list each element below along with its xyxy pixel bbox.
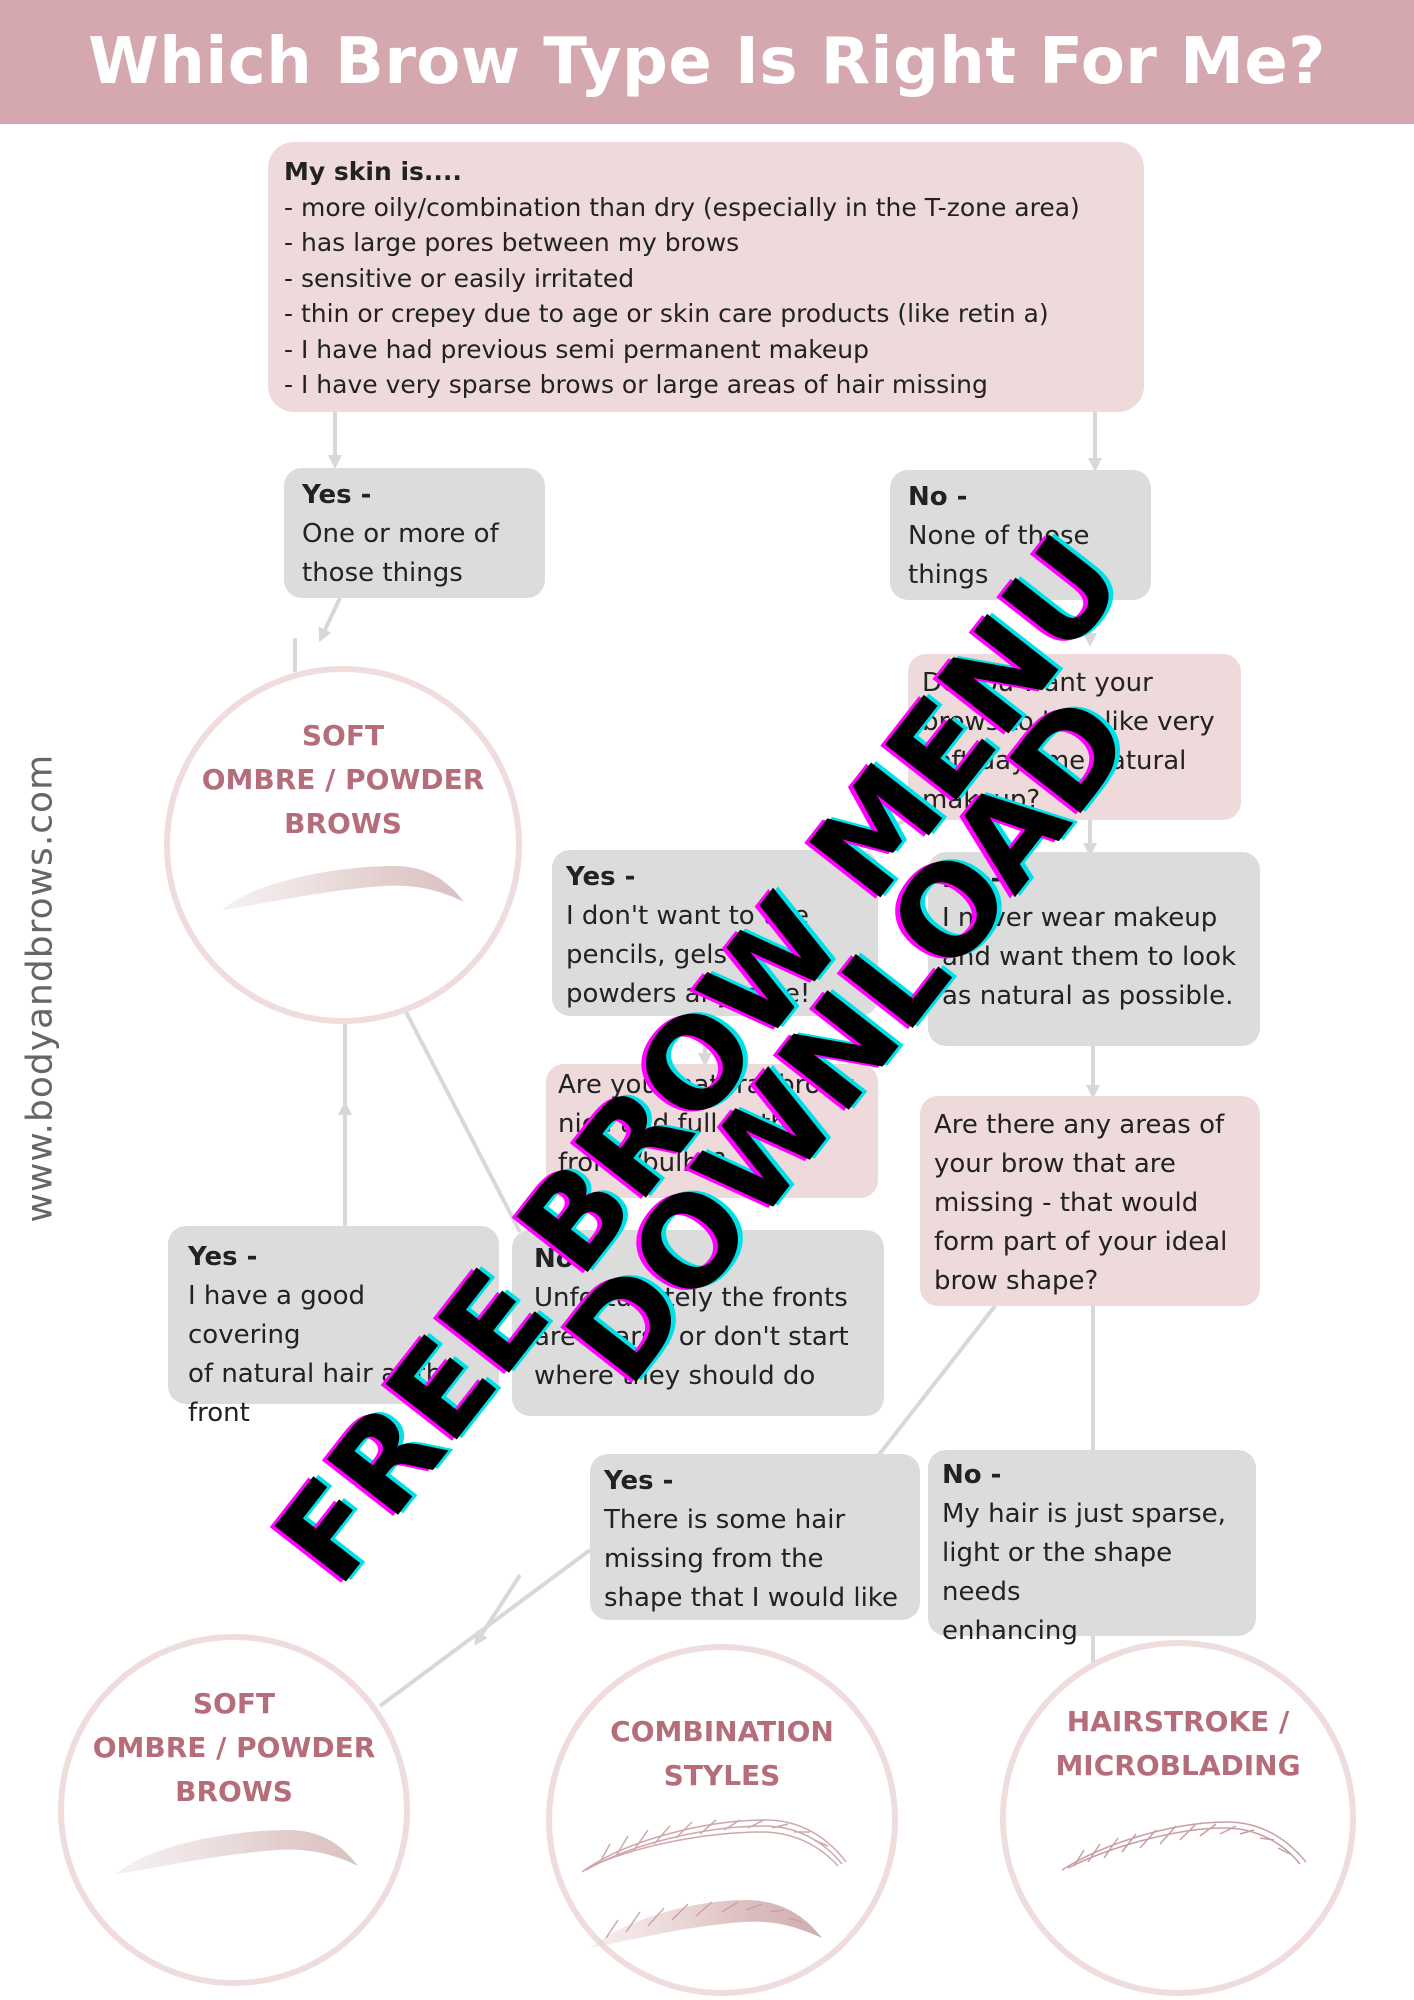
result-title-line: SOFT	[301, 719, 385, 752]
question-skin-line: - sensitive or easily irritated	[284, 263, 635, 293]
result-title-line: MICROBLADING	[1055, 1749, 1301, 1782]
result-title: SOFT OMBRE / POWDER BROWS	[64, 1682, 404, 1814]
question-line: makeup?	[922, 785, 1041, 815]
question-skin-line: - has large pores between my brows	[284, 228, 740, 257]
answer-yes-soft: Yes - I don't want to use pencils, gels …	[552, 850, 878, 1016]
powder-brow-icon	[222, 866, 464, 910]
answer-line: front	[188, 1398, 250, 1428]
answer-line: missing from the	[604, 1544, 824, 1574]
question-skin-line: - more oily/combination than dry (especi…	[284, 192, 1080, 222]
result-title-line: COMBINATION	[610, 1715, 834, 1748]
question-soft-makeup: Do you want your brows to look like very…	[908, 654, 1241, 820]
question-skin-line: - I have very sparse brows or large area…	[284, 370, 988, 399]
answer-line: Unfortunately the fronts	[534, 1283, 848, 1313]
answer-line: I don't want to use	[566, 901, 809, 931]
arrow-yes1-ombre	[318, 597, 342, 643]
question-skin-line: - thin or crepey due to age or skin care…	[284, 299, 1049, 328]
answer-line: and want them to look	[942, 942, 1237, 972]
answer-line: pencils, gels or	[566, 940, 762, 970]
page-title: Which Brow Type Is Right For Me?	[88, 25, 1326, 99]
answer-line: are sparse or don't start	[534, 1322, 849, 1352]
question-line: Do you want your	[922, 668, 1153, 698]
answer-line: enhancing	[942, 1616, 1078, 1646]
answer-line: things	[908, 560, 989, 590]
result-title-line: BROWS	[175, 1775, 293, 1808]
answer-line: of natural hair at the	[188, 1359, 459, 1389]
answer-yes-skin: Yes - One or more of those things	[284, 468, 545, 598]
result-title-line: SOFT	[192, 1687, 276, 1720]
answer-heading: Yes -	[566, 862, 636, 892]
question-missing-areas: Are there any areas of your brow that ar…	[920, 1096, 1260, 1306]
question-line: brow shape?	[934, 1266, 1099, 1296]
answer-heading: No -	[908, 482, 968, 512]
result-combination-styles: COMBINATION STYLES	[546, 1644, 898, 1996]
answer-no-fronts: No - Unfortunately the fronts are sparse…	[512, 1230, 884, 1416]
result-ombre-powder-top: SOFT OMBRE / POWDER BROWS	[164, 666, 522, 1024]
answer-yes-missing: Yes - There is some hair missing from th…	[590, 1454, 920, 1620]
result-title-line: OMBRE / POWDER	[201, 763, 485, 796]
answer-line: I never wear makeup	[942, 903, 1218, 933]
answer-line: powders anymore!	[566, 979, 811, 1009]
question-fronts: Are your natural brows nice and full at …	[546, 1064, 878, 1198]
question-skin: My skin is.... - more oily/combination t…	[268, 142, 1144, 412]
page-header: Which Brow Type Is Right For Me?	[0, 0, 1414, 124]
answer-line: There is some hair	[604, 1505, 846, 1535]
answer-heading: Yes -	[188, 1242, 258, 1272]
question-line: form part of your ideal	[934, 1227, 1228, 1257]
question-skin-heading: My skin is....	[284, 157, 462, 186]
combination-brow-icon	[581, 1819, 847, 1948]
answer-line: light or the shape needs	[942, 1538, 1173, 1607]
answer-line: One or more of	[302, 519, 499, 549]
answer-line: shape that I would like	[604, 1583, 898, 1613]
question-line: nice and full at the	[558, 1109, 803, 1139]
question-line: your brow that are	[934, 1149, 1176, 1179]
result-title-line: OMBRE / POWDER	[92, 1731, 376, 1764]
answer-no-soft: No - I never wear makeup and want them t…	[928, 852, 1260, 1046]
question-line: fronts/bulbs?	[558, 1148, 727, 1178]
result-title-line: BROWS	[284, 807, 402, 840]
result-hairstroke-microblading: HAIRSTROKE / MICROBLADING	[1000, 1640, 1356, 1996]
arrow-yes4-ombre2	[474, 1573, 522, 1646]
result-title: HAIRSTROKE / MICROBLADING	[1006, 1700, 1350, 1788]
website-url: www.bodyandbrows.com	[19, 753, 61, 1223]
answer-heading: No -	[942, 864, 1002, 894]
answer-line: I have a good covering	[188, 1281, 366, 1350]
question-line: missing - that would	[934, 1188, 1199, 1218]
line-qmissing-yes4	[876, 1304, 997, 1458]
answer-line: as natural as possible.	[942, 981, 1234, 1011]
result-ombre-powder-bottom: SOFT OMBRE / POWDER BROWS	[58, 1634, 410, 1986]
answer-line: My hair is just sparse,	[942, 1499, 1226, 1529]
question-line: brows to look like very	[922, 707, 1215, 737]
answer-heading: No -	[534, 1244, 594, 1274]
answer-line: those things	[302, 558, 463, 588]
answer-heading: No -	[942, 1460, 1002, 1490]
answer-line: None of those	[908, 521, 1090, 551]
question-line: Are your natural brows	[558, 1070, 856, 1100]
hairstroke-brow-icon	[1061, 1821, 1307, 1871]
result-title-line: STYLES	[663, 1759, 781, 1792]
answer-no-missing: No - My hair is just sparse, light or th…	[928, 1450, 1256, 1646]
question-line: soft daytime natural	[922, 746, 1187, 776]
answer-no-skin: No - None of those things	[890, 470, 1151, 600]
question-skin-line: - I have had previous semi permanent mak…	[284, 334, 869, 364]
result-title: COMBINATION STYLES	[552, 1710, 892, 1798]
question-line: Are there any areas of	[934, 1110, 1225, 1140]
result-title: SOFT OMBRE / POWDER BROWS	[170, 714, 516, 846]
powder-brow-icon	[116, 1830, 358, 1874]
result-title-line: HAIRSTROKE /	[1066, 1705, 1290, 1738]
line-qsoft-yes2	[829, 816, 913, 852]
answer-heading: Yes -	[604, 1466, 674, 1496]
answer-heading: Yes -	[302, 480, 372, 510]
line-ombre-no3	[403, 1009, 522, 1233]
answer-line: where they should do	[534, 1361, 816, 1391]
answer-yes-fronts: Yes - I have a good covering of natural …	[168, 1226, 499, 1428]
